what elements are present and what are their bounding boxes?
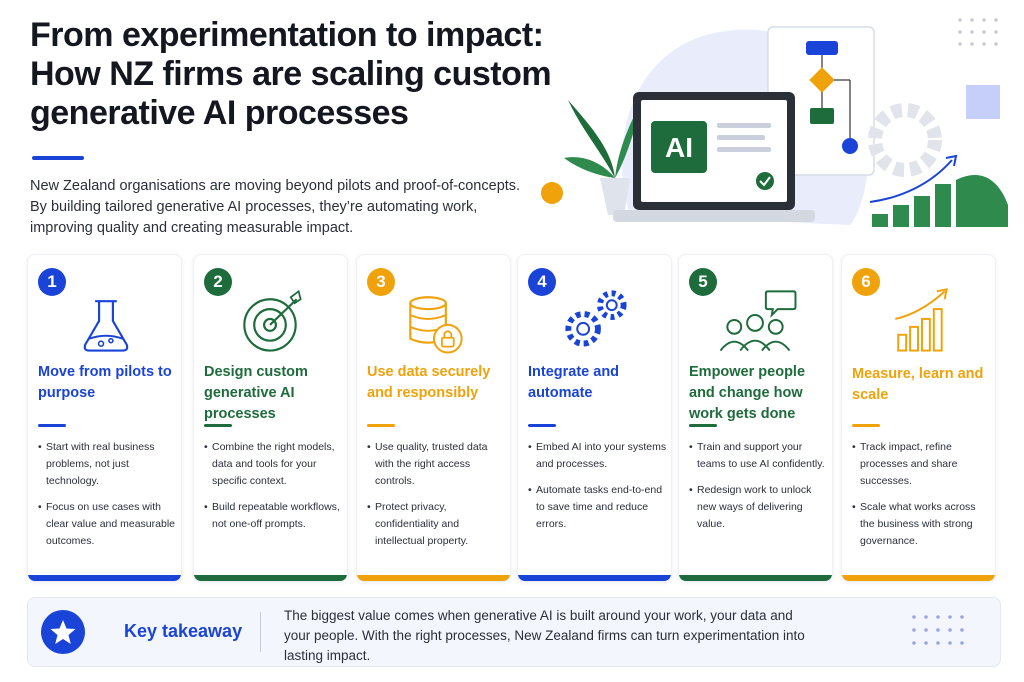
dots-decor (912, 615, 964, 645)
step-number-badge: 1 (38, 268, 66, 296)
card-title: Design custom generative AI processes (204, 364, 308, 422)
divider (260, 612, 261, 652)
card-2: 2 Design custom generative AI processes … (193, 254, 348, 582)
card-accent-bar (357, 575, 510, 581)
card-underline (204, 424, 232, 427)
list-item: Train and support your teams to use AI c… (689, 439, 829, 473)
card-bullets: Embed AI into your systems and processes… (528, 439, 668, 542)
page-title: From experimentation to impact: How NZ f… (30, 16, 552, 132)
list-item: Use quality, trusted data with the right… (367, 439, 507, 490)
card-underline (689, 424, 717, 427)
laptop-illustration: AI (541, 18, 1008, 227)
step-number-badge: 2 (204, 268, 232, 296)
key-takeaway-label: Key takeaway (124, 621, 243, 641)
hero-illustration: AI (520, 0, 1024, 245)
list-item: Redesign work to unlock new ways of deli… (689, 482, 829, 533)
step-number-badge: 3 (367, 268, 395, 296)
card-bullets: Train and support your teams to use AI c… (689, 439, 829, 542)
card-title: Use data securely and responsibly (367, 364, 491, 401)
key-takeaway-panel: Key takeaway The biggest value comes whe… (27, 597, 1001, 667)
card-accent-bar (194, 575, 347, 581)
decor-square (966, 85, 1000, 119)
gear-decor (868, 103, 942, 177)
card-title: Move from pilots to purpose (38, 364, 172, 401)
card-6: 6 Measure, learn and scale Track impact,… (841, 254, 996, 582)
card-title: Measure, learn and scale (852, 366, 984, 403)
card-underline (367, 424, 395, 427)
card-underline (852, 424, 880, 427)
database-lock-icon (409, 296, 463, 354)
people-icon (719, 290, 797, 352)
card-underline (38, 424, 66, 427)
list-item: Protect privacy, confidentiality and int… (367, 499, 507, 550)
step-number-badge: 6 (852, 268, 880, 296)
card-title: Empower people and change how work gets … (689, 364, 806, 422)
list-item: Scale what works across the business wit… (852, 499, 992, 550)
card-underline (528, 424, 556, 427)
target-icon (243, 289, 302, 352)
card-accent-bar (28, 575, 181, 581)
growth-chart-icon (895, 288, 948, 352)
check-icon (756, 172, 774, 190)
card-bullets: Combine the right models, data and tools… (204, 439, 344, 542)
ai-screen-badge (651, 121, 707, 173)
card-accent-bar (518, 575, 671, 581)
card-5: 5 Empower people and change how work get… (678, 254, 833, 582)
list-item: Focus on use cases with clear value and … (38, 499, 178, 550)
card-4: 4 Integrate and automate Embed AI into y… (517, 254, 672, 582)
card-title: Integrate and automate (528, 364, 620, 401)
list-item: Embed AI into your systems and processes… (528, 439, 668, 473)
step-number-badge: 4 (528, 268, 556, 296)
list-item: Start with real business problems, not j… (38, 439, 178, 490)
card-bullets: Use quality, trusted data with the right… (367, 439, 507, 559)
key-takeaway-text: The biggest value comes when generative … (284, 608, 805, 663)
ai-screen-label: AI (665, 132, 693, 163)
card-1: 1 Move from pilots to purpose Start with… (27, 254, 182, 582)
card-accent-bar (679, 575, 832, 581)
flask-icon (83, 300, 129, 352)
gears-icon (565, 290, 627, 347)
card-bullets: Start with real business problems, not j… (38, 439, 178, 559)
card-accent-bar (842, 575, 995, 581)
list-item: Automate tasks end-to-end to save time a… (528, 482, 668, 533)
list-item: Track impact, refine processes and share… (852, 439, 992, 490)
card-3: 3 Use data securely and responsibly Use … (356, 254, 511, 582)
list-item: Combine the right models, data and tools… (204, 439, 344, 490)
title-underline (32, 156, 84, 160)
step-number-badge: 5 (689, 268, 717, 296)
star-icon (41, 610, 85, 654)
intro-text: New Zealand organisations are moving bey… (30, 178, 521, 236)
list-item: Build repeatable workflows, not one-off … (204, 499, 344, 533)
card-bullets: Track impact, refine processes and share… (852, 439, 992, 559)
